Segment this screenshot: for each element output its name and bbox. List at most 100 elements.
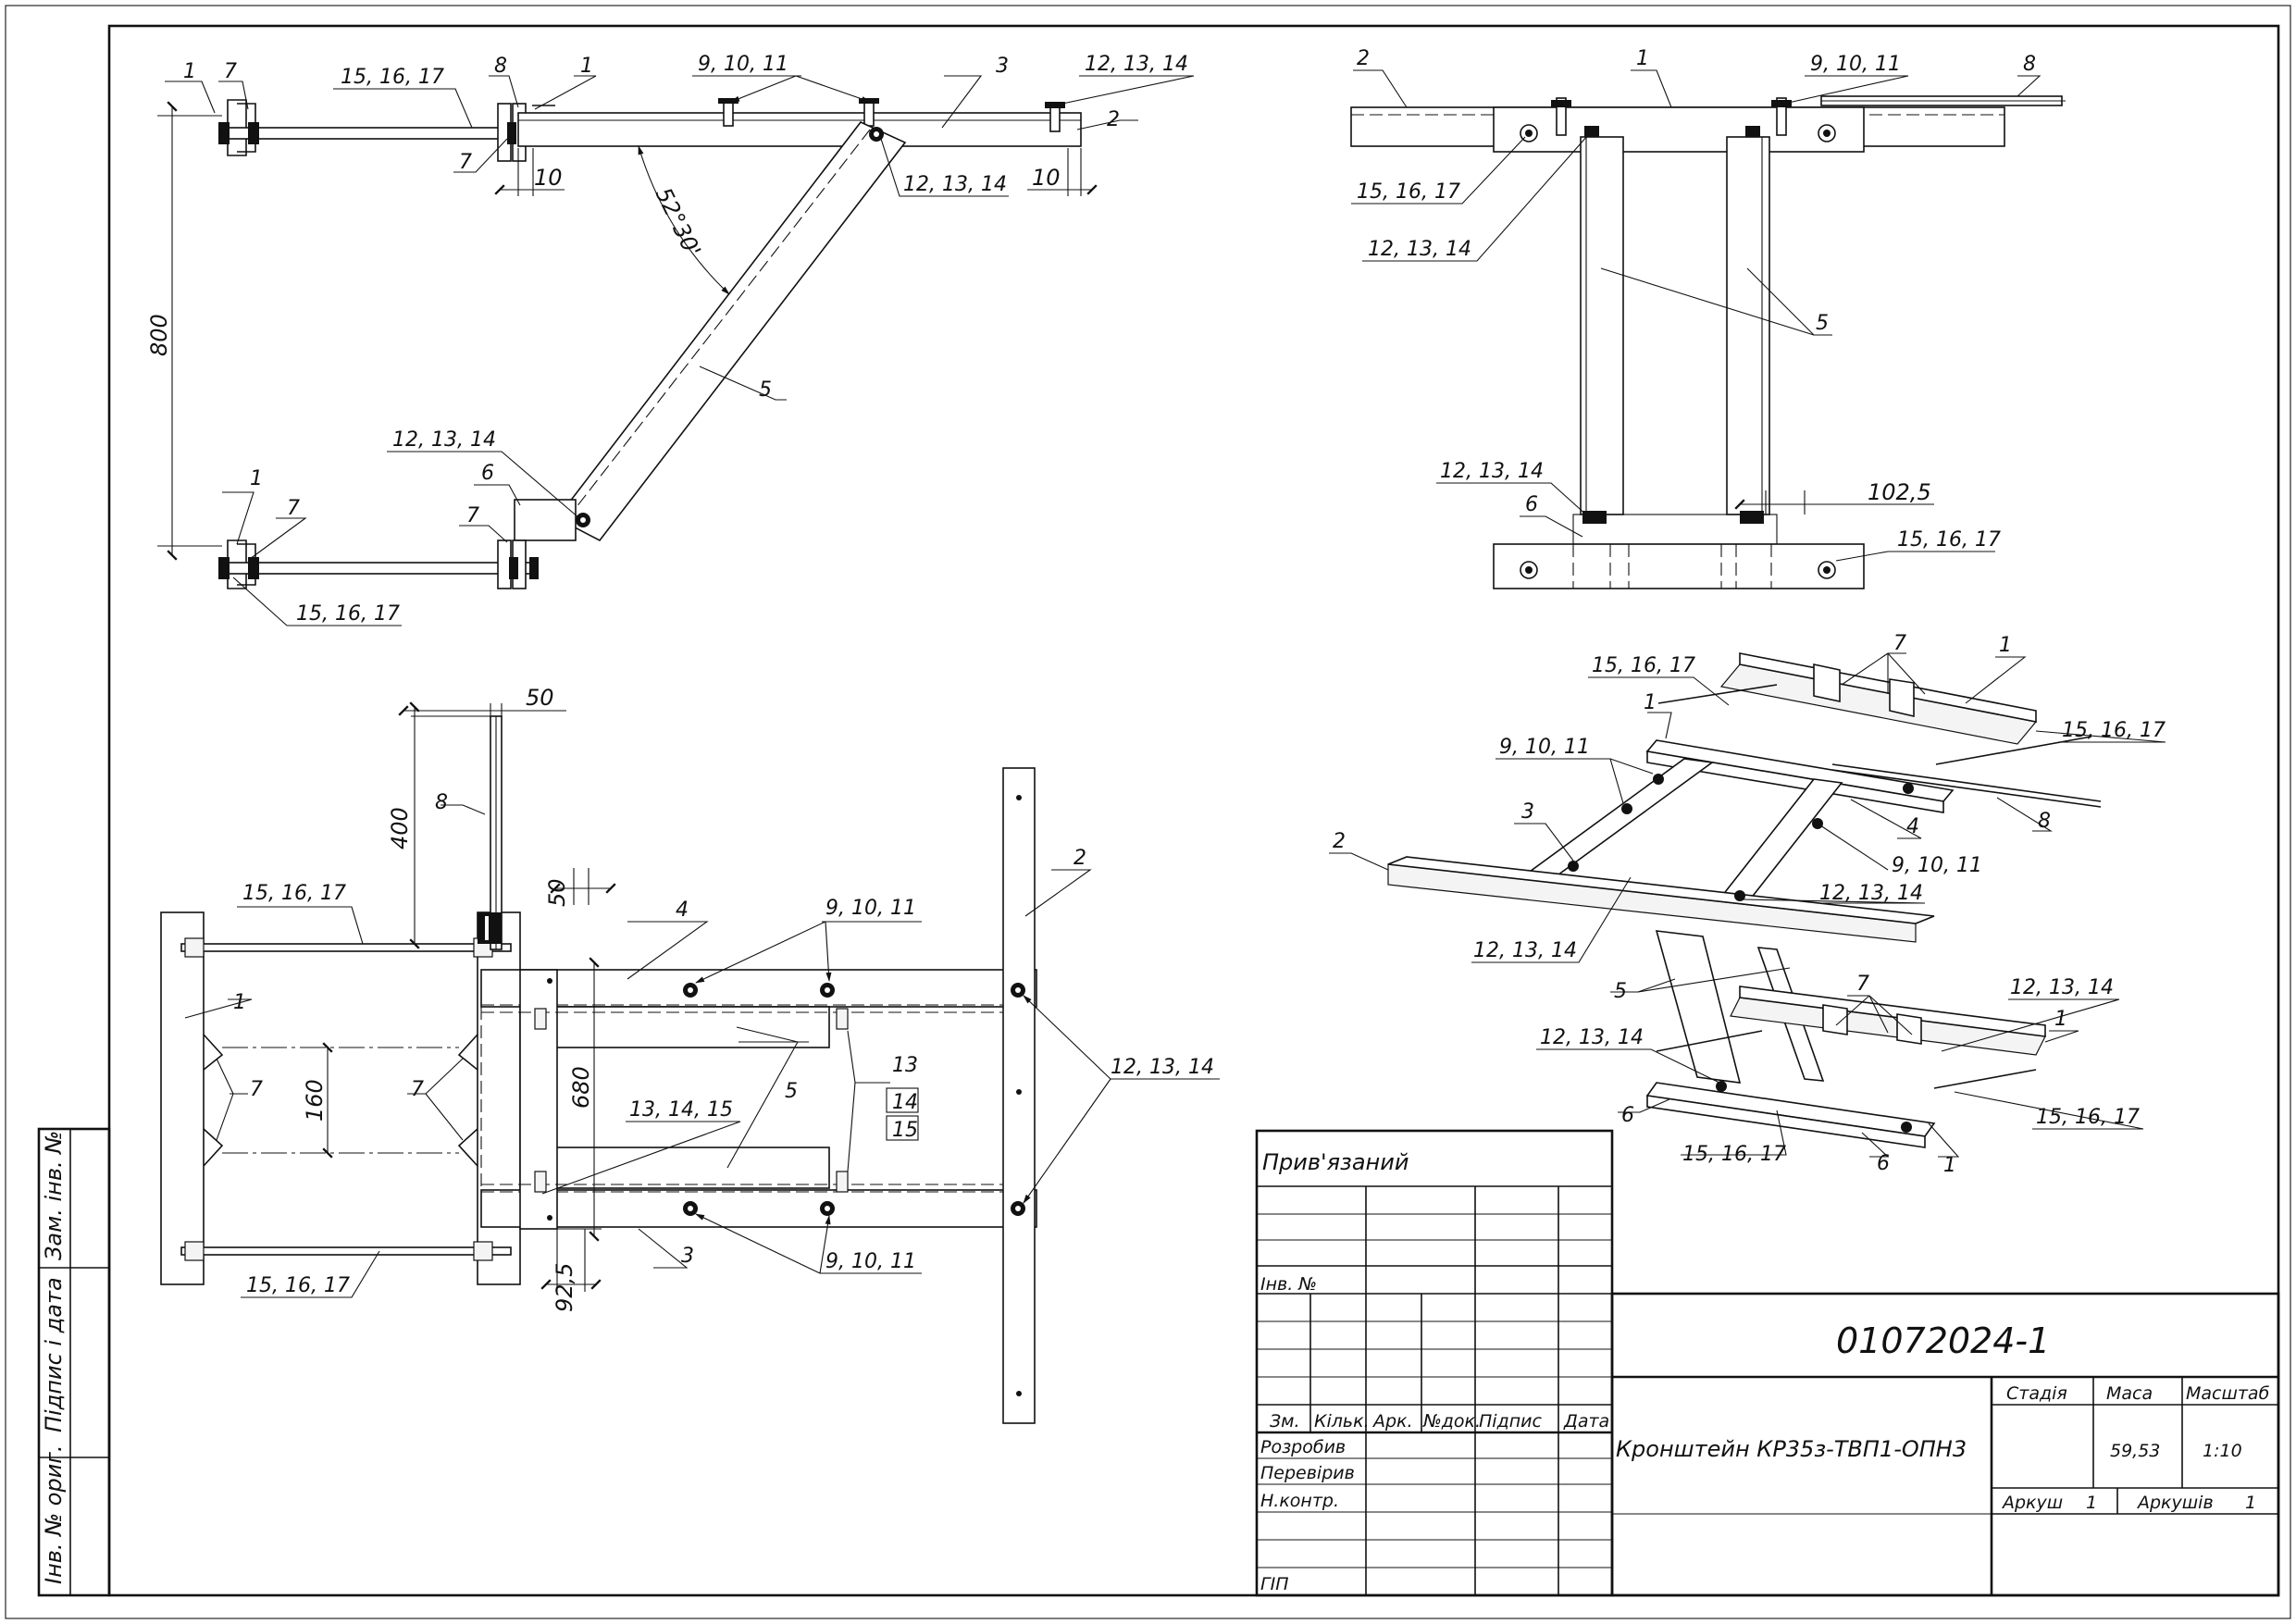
label-15-17-g: 15, 16, 17	[1592, 654, 1695, 677]
bolt-icon	[1584, 126, 1599, 137]
drawing-title: Кронштейн КР35з-ТВП1-ОПН3	[1616, 1436, 1967, 1462]
label-12-14-e: 12, 13, 14	[1440, 460, 1544, 483]
label-5-c: 5	[785, 1080, 798, 1103]
row-developed: Розробив	[1260, 1437, 1346, 1457]
nut-icon	[683, 983, 698, 998]
label-4-b: 4	[1906, 815, 1919, 838]
bolt-icon	[836, 1008, 849, 1030]
dim-102-5: 102,5	[1868, 479, 1931, 505]
label-13-15: 13, 14, 15	[629, 1098, 733, 1122]
label-9-11-b: 9, 10, 11	[1810, 53, 1901, 76]
label-2-d: 2	[1333, 830, 1346, 853]
title-inv-no: Інв. №	[1260, 1274, 1317, 1295]
label-4-a: 4	[676, 899, 689, 922]
row-checked: Перевірив	[1260, 1463, 1355, 1483]
bolt-icon	[1568, 861, 1579, 872]
label-15-17-a: 15, 16, 17	[341, 66, 444, 89]
label-12-14-d: 12, 13, 14	[1368, 238, 1471, 261]
label-7-c: 7	[287, 497, 300, 520]
title-bound: Прив'язаний	[1262, 1149, 1409, 1175]
nut-icon	[820, 1201, 835, 1216]
bolt-icon	[836, 1171, 849, 1193]
bolt-icon	[1551, 97, 1571, 136]
stage-label: Стадія	[2006, 1383, 2067, 1404]
label-7-a: 7	[224, 60, 237, 83]
label-7-h: 7	[1856, 973, 1869, 996]
label-5-a: 5	[759, 378, 772, 402]
col-change: Зм.	[1270, 1411, 1300, 1432]
label-9-11-f: 9, 10, 11	[1892, 854, 1982, 877]
label-6-b: 6	[1525, 493, 1538, 516]
bolt-icon	[1740, 511, 1764, 524]
label-2-b: 2	[1357, 47, 1370, 70]
label-7-e: 7	[250, 1078, 263, 1101]
label-1-i: 1	[1943, 1154, 1956, 1177]
label-9-11-c: 9, 10, 11	[825, 897, 916, 920]
dim-10-right: 10	[1032, 165, 1061, 191]
side-label-replaced: Зам. інв. №	[41, 1131, 67, 1260]
label-7-b: 7	[459, 151, 472, 174]
label-6-d: 6	[1877, 1152, 1890, 1175]
bolt-icon	[1734, 890, 1745, 901]
label-1-b: 1	[580, 55, 593, 78]
col-signature: Підпис	[1479, 1411, 1542, 1432]
bolt-icon	[534, 1008, 547, 1030]
label-12-14-g: 12, 13, 14	[1819, 882, 1923, 905]
label-1-d: 1	[1636, 47, 1649, 70]
isometric-view: 15, 16, 17 7 1 15, 16, 17 1 9, 10, 11 3 …	[1329, 632, 2166, 1177]
nut-icon	[1818, 124, 1836, 143]
label-2-a: 2	[1107, 108, 1120, 131]
label-2-c: 2	[1074, 847, 1086, 870]
dim-400: 400	[387, 807, 413, 849]
label-13-a: 13	[892, 1054, 918, 1077]
label-15-17-j: 15, 16, 17	[2036, 1106, 2140, 1129]
label-12-14-j: 12, 13, 14	[1540, 1026, 1644, 1049]
bolt-icon	[1716, 1081, 1727, 1092]
bolt-icon	[534, 1171, 547, 1193]
side-view: 102,5 2 1 9, 10, 11 8 15, 16, 17 12, 13,…	[1350, 47, 2066, 589]
label-15-17-d: 15, 16, 17	[1897, 528, 2001, 552]
label-9-11-a: 9, 10, 11	[698, 53, 788, 76]
label-3-c: 3	[1521, 800, 1534, 824]
side-label-orig: Інв. № ориг.	[41, 1444, 67, 1584]
label-12-14-h: 12, 13, 14	[1473, 939, 1577, 962]
label-15-17-e: 15, 16, 17	[242, 882, 346, 905]
label-8-c: 8	[435, 791, 448, 814]
col-doc: №док.	[1422, 1411, 1481, 1432]
side-strip: Інв. № ориг. Підпис і дата Зам. інв. №	[41, 1131, 67, 1584]
col-sheet: Арк.	[1371, 1411, 1413, 1432]
bolt-icon	[1621, 803, 1632, 814]
col-qty: Кільк.	[1314, 1411, 1370, 1432]
label-1-e: 1	[233, 991, 246, 1014]
bolt-icon	[1771, 97, 1792, 136]
label-6-c: 6	[1621, 1104, 1634, 1127]
nut-icon	[869, 127, 884, 142]
sheets-number: 1	[2245, 1493, 2256, 1513]
nut-icon	[820, 983, 835, 998]
row-norm-control: Н.контр.	[1260, 1491, 1339, 1511]
label-15-a: 15	[892, 1119, 918, 1142]
nut-icon	[1818, 561, 1836, 579]
label-12-14-i: 12, 13, 14	[2010, 976, 2114, 999]
bolt-icon	[1045, 102, 1065, 132]
bolt-icon	[1582, 511, 1607, 524]
label-12-14-b: 12, 13, 14	[903, 173, 1007, 196]
dim-92-5: 92,5	[552, 1263, 577, 1312]
label-1-h: 1	[2054, 1008, 2067, 1031]
label-5-b: 5	[1816, 312, 1829, 335]
label-1-f: 1	[1999, 634, 2012, 657]
nut-icon	[683, 1201, 698, 1216]
label-1-a: 1	[183, 60, 196, 83]
mass-label: Маса	[2106, 1383, 2153, 1404]
label-8-d: 8	[2038, 810, 2051, 833]
col-date: Дата	[1563, 1411, 1609, 1432]
drawing-frame	[5, 5, 2291, 1619]
label-9-11-e: 9, 10, 11	[1499, 736, 1590, 759]
front-view: 800 10 10	[146, 53, 1195, 626]
plan-view: 160 400 50 50	[160, 685, 1220, 1424]
bolt-icon	[1903, 783, 1914, 794]
sheet-number: 1	[2086, 1493, 2097, 1513]
nut-icon	[576, 513, 590, 527]
nut-icon	[1520, 561, 1538, 579]
